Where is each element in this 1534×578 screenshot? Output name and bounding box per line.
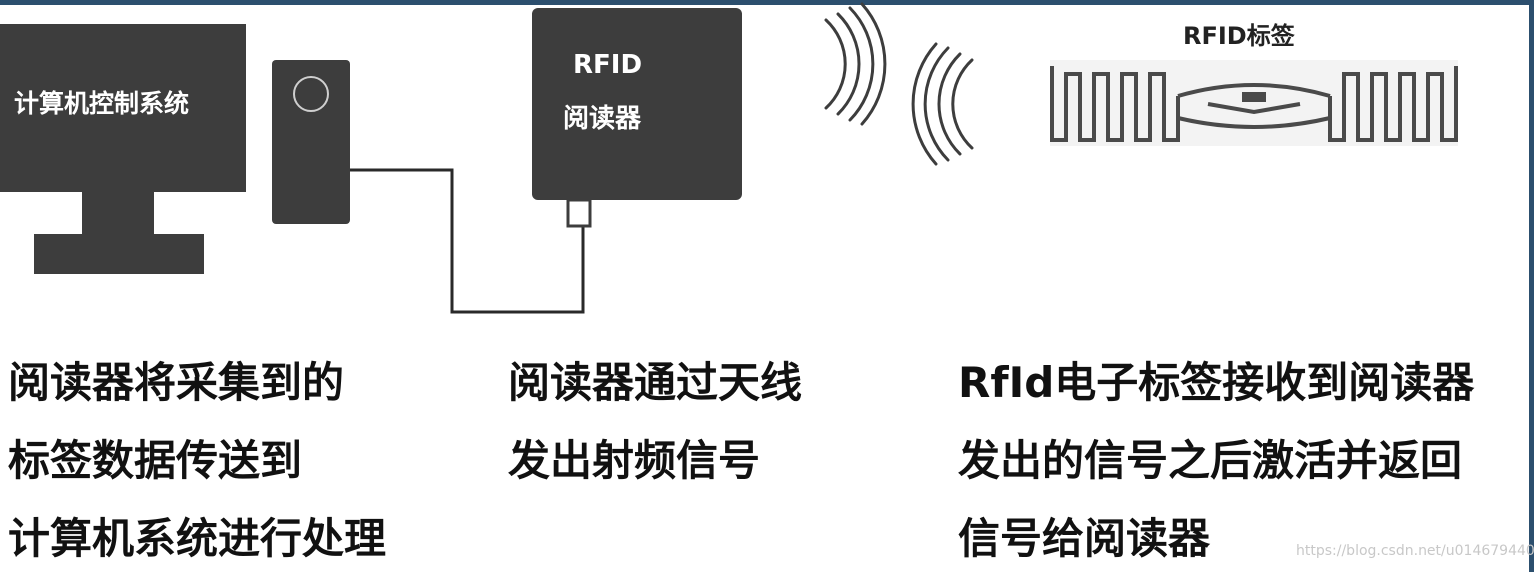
description-left-line: 计算机系统进行处理 (8, 514, 387, 563)
reader-label-reader: 阅读器 (563, 104, 642, 134)
tag-title: RFID标签 (1183, 22, 1295, 50)
rfid-tag-antenna (1050, 60, 1458, 146)
right-border (1529, 0, 1534, 572)
computer-label: 计算机控制系统 (14, 89, 190, 118)
top-border (0, 0, 1534, 5)
reader-label-rfid: RFID (573, 50, 643, 80)
radio-waves-incoming (911, 42, 974, 166)
rfid-reader (532, 8, 742, 228)
description-middle: 阅读器通过天线 发出射频信号 (508, 344, 802, 500)
radio-waves-outgoing (824, 2, 887, 126)
description-right: RfId电子标签接收到阅读器 发出的信号之后激活并返回 信号给阅读器 (958, 344, 1474, 578)
description-left: 阅读器将采集到的 标签数据传送到 计算机系统进行处理 (8, 344, 386, 578)
connection-cable (350, 168, 585, 314)
description-left-line: 标签数据传送到 (8, 436, 303, 485)
computer-tower (272, 60, 350, 224)
description-right-line: 发出的信号之后激活并返回 (958, 436, 1463, 485)
description-left-line: 阅读器将采集到的 (8, 358, 345, 407)
watermark: https://blog.csdn.net/u014679440 (1296, 543, 1534, 559)
computer-monitor (0, 24, 246, 274)
description-right-line: 信号给阅读器 (958, 514, 1211, 563)
description-right-line: RfId电子标签接收到阅读器 (958, 358, 1475, 407)
description-middle-line: 发出射频信号 (508, 436, 761, 485)
description-middle-line: 阅读器通过天线 (508, 358, 803, 407)
